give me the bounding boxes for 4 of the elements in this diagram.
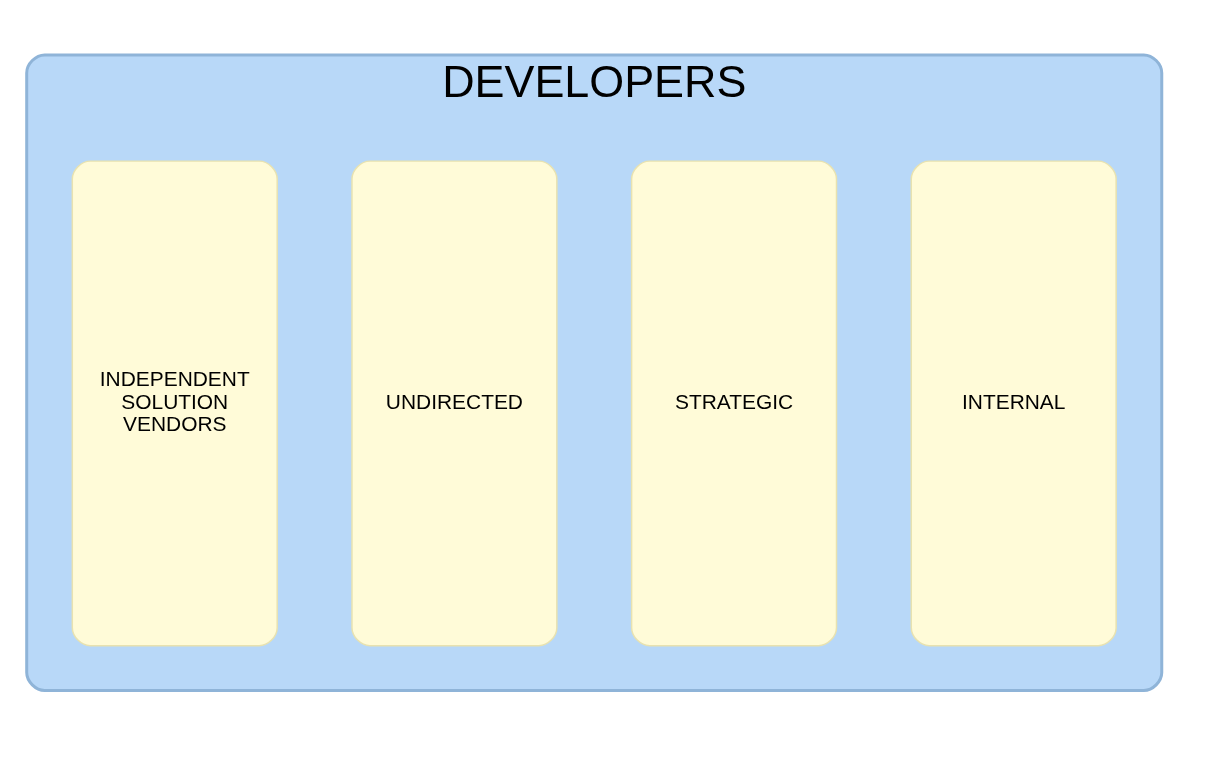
node-box: UNDIRECTED (351, 159, 558, 646)
node-box: STRATEGIC (630, 159, 838, 646)
node-box: INTERNAL (910, 159, 1117, 646)
node-box: INDEPENDENT SOLUTION VENDORS (71, 159, 278, 646)
